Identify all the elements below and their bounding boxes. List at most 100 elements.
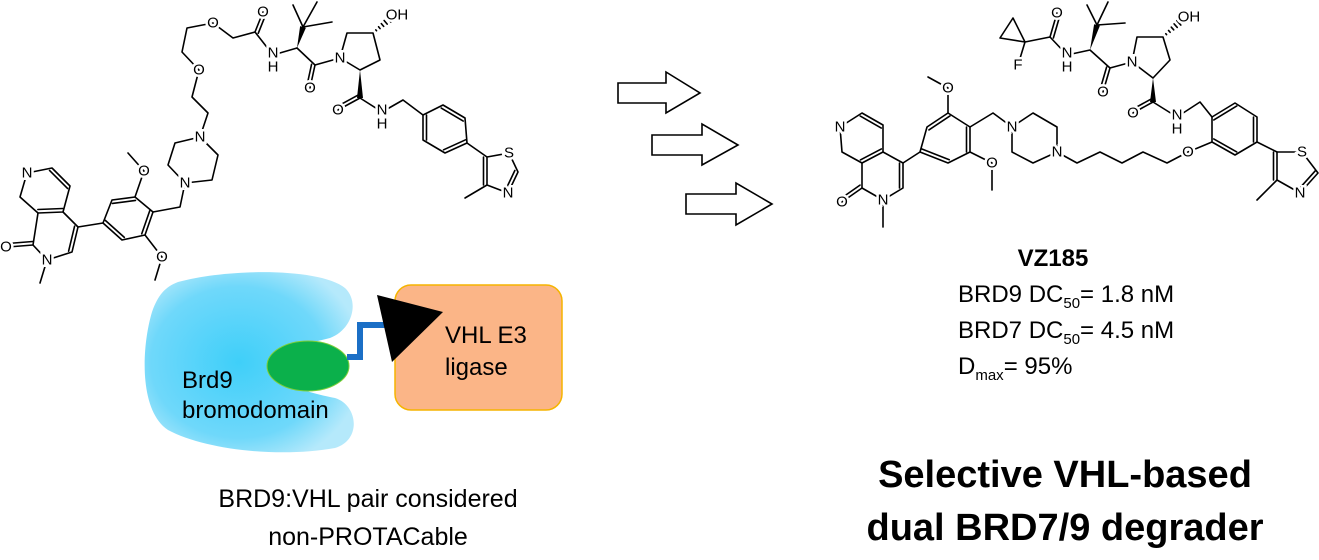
bond [127, 152, 145, 198]
bond [1049, 12, 1058, 38]
headline-line1: Selective VHL-based [878, 454, 1252, 496]
atom-label: S [504, 145, 514, 162]
caption-line2: non-PROTACable [268, 523, 468, 551]
atom-label: O [257, 4, 269, 21]
double-bond [335, 94, 360, 108]
bond [1152, 101, 1213, 118]
bond [314, 57, 341, 66]
bond [861, 151, 904, 201]
atom-label: N [1295, 185, 1306, 202]
bond [1131, 36, 1171, 79]
bond [919, 112, 971, 164]
atom-label: OH [1178, 9, 1201, 26]
hashed-bond [383, 19, 389, 25]
double-bond [504, 169, 516, 193]
bond [1276, 151, 1319, 194]
bond [927, 76, 949, 114]
double-bond [1098, 66, 1108, 92]
atom-label: N [1062, 45, 1073, 62]
atom-label: N [1127, 54, 1138, 71]
bond [254, 31, 298, 56]
double-bond [440, 107, 465, 122]
double-bond [111, 199, 137, 205]
atom-label: N [268, 45, 279, 62]
bond [144, 234, 163, 281]
atom-label: F [1013, 57, 1022, 74]
caption-line1: BRD9:VHL pair considered [218, 485, 517, 513]
bond [841, 187, 863, 203]
double-bond [859, 115, 883, 129]
bond [1056, 141, 1213, 164]
bond [1086, 4, 1098, 26]
bond [1049, 36, 1111, 69]
bond [486, 152, 519, 194]
compound-name: VZ185 [1018, 245, 1089, 272]
atom-label: O [942, 80, 954, 97]
arrow-right-icon [685, 181, 774, 227]
double-bond [37, 207, 64, 211]
bond [1256, 179, 1278, 201]
bond [1096, 1, 1109, 26]
atom-label: OH [386, 7, 409, 24]
double-bond [1130, 98, 1153, 111]
atom-label: H [268, 59, 279, 76]
protein-label-line1: Brd9 [182, 367, 233, 394]
bond [464, 184, 488, 199]
ligase-label-line2: ligase [445, 354, 508, 381]
double-bond [104, 219, 126, 239]
arrow-right-icon [651, 122, 740, 167]
bond [1132, 101, 1154, 114]
atom-label: N [503, 185, 514, 202]
atom-label: O [836, 194, 848, 211]
bond [339, 32, 381, 71]
bond [254, 11, 264, 33]
double-bond [48, 169, 69, 190]
bond [39, 259, 48, 284]
double-bond [257, 12, 268, 35]
brd9-bromodomain-shape [144, 272, 354, 453]
ligand-ellipse [266, 340, 350, 392]
atom-label: O [332, 102, 344, 119]
double-bond [1052, 13, 1062, 39]
atom-label: H [1062, 59, 1073, 76]
wedge-bond [357, 70, 363, 98]
ligase-label-line1: VHL E3 [445, 322, 527, 349]
atom-label: H [1172, 121, 1183, 138]
atom-label: O [1182, 144, 1194, 161]
bond [1011, 112, 1058, 164]
atom-label: N [180, 175, 191, 192]
atom-label: N [195, 129, 206, 146]
vhl-ligand-triangle [377, 295, 443, 362]
wedge-bond [297, 26, 306, 48]
atom-label: N [377, 102, 388, 119]
atom-label: N [22, 165, 33, 182]
atom-label: O [0, 239, 12, 256]
bond [337, 97, 361, 111]
hashed-bond [1176, 19, 1182, 26]
atom-label: O [1051, 5, 1063, 22]
hashed-bond [1170, 26, 1175, 31]
bond [1211, 102, 1258, 156]
atom-label: N [1052, 144, 1063, 161]
protein-label-line2: bromodomain [182, 397, 329, 424]
brd7-dc50: BRD7 DC50= 4.5 nM [958, 317, 1174, 348]
bond [902, 151, 921, 164]
atom-label: S [1297, 144, 1307, 161]
hashed-bond [380, 22, 385, 28]
hashed-bond [377, 25, 381, 30]
double-bond [839, 184, 861, 200]
bond [999, 17, 1026, 43]
double-bond [1213, 105, 1238, 121]
atom-label: N [835, 119, 846, 136]
bond [466, 142, 488, 158]
double-bond [1296, 169, 1317, 192]
hashed-bond [1167, 29, 1171, 34]
atom-label: N [42, 252, 53, 269]
double-bond [859, 148, 883, 161]
bond [181, 22, 256, 138]
bond [77, 222, 104, 228]
hashed-bond [386, 16, 392, 23]
bond [102, 196, 154, 241]
double-bond [67, 225, 76, 252]
